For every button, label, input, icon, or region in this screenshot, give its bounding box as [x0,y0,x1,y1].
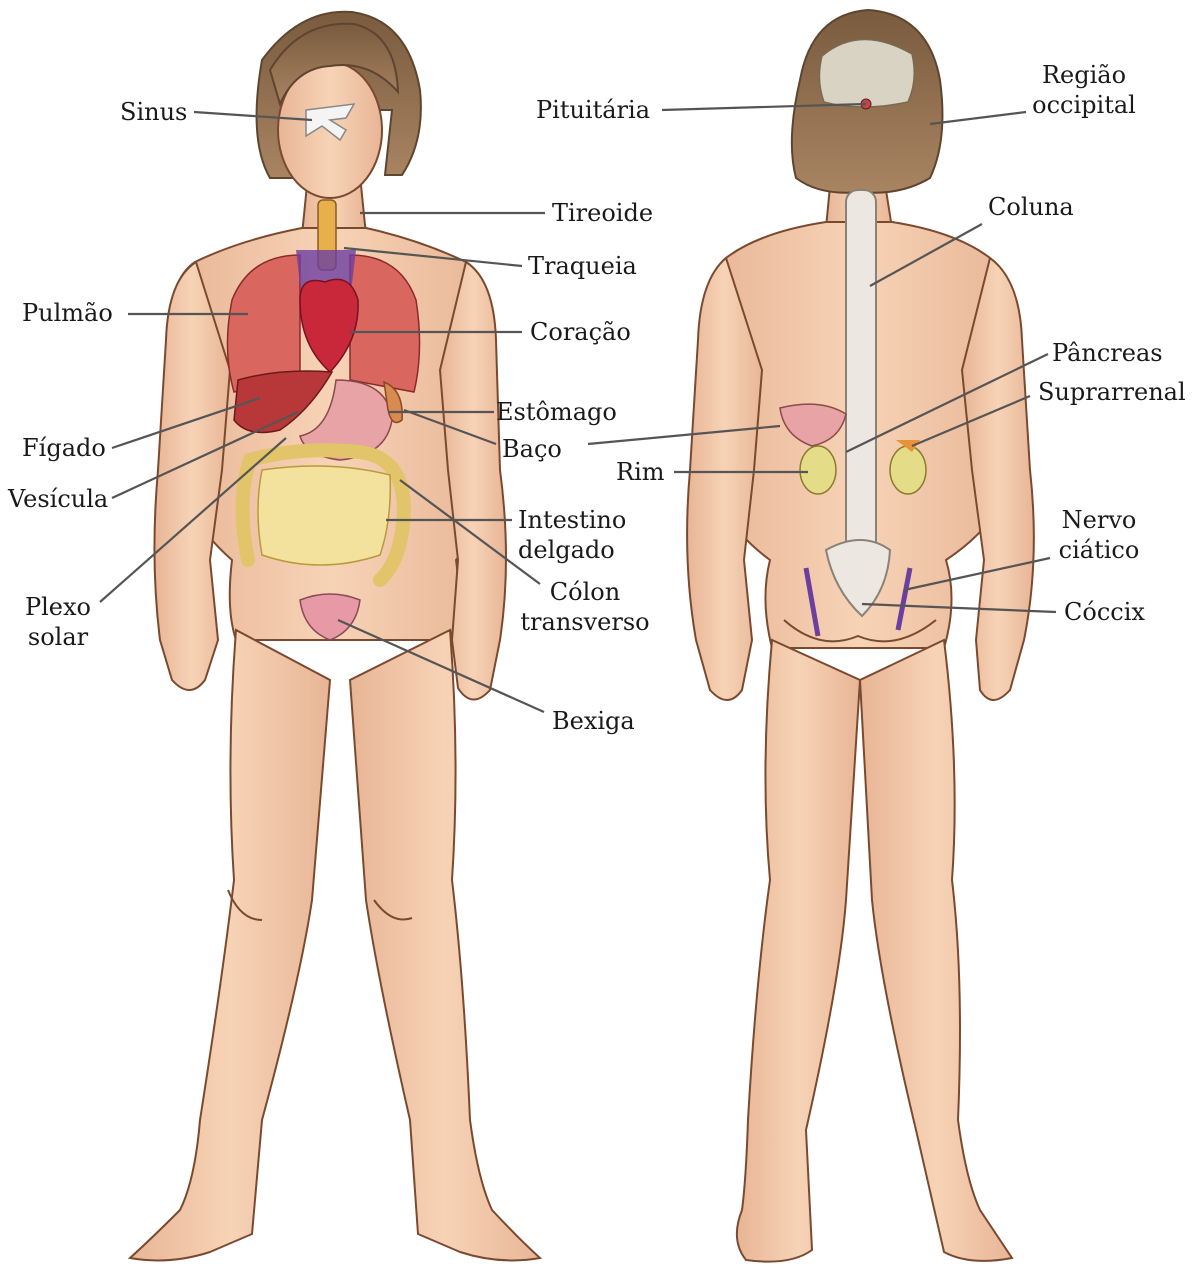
label-figado: Fígado [22,433,106,463]
label-pulmao: Pulmão [22,298,113,328]
spine-organ [846,190,876,560]
back-figure [687,10,1034,1262]
back-right-arm [962,258,1034,700]
label-nervo-ciatico: Nervo ciático [1054,505,1144,565]
label-pituitaria: Pituitária [536,95,650,125]
label-coccix: Cóccix [1064,597,1145,627]
label-intestino-line1: Intestino [518,505,626,535]
back-left-leg [737,640,860,1262]
label-plexo-line1: Plexo [22,592,94,622]
right-kidney-organ [890,446,926,494]
label-suprarrenal: Suprarrenal [1038,377,1186,407]
front-left-leg [130,630,330,1260]
label-estomago: Estômago [496,397,617,427]
label-bexiga: Bexiga [552,706,635,736]
label-plexo-line2: solar [22,622,94,652]
label-nervo-line2: ciático [1054,535,1144,565]
label-nervo-line1: Nervo [1054,505,1144,535]
brain-organ [819,39,914,107]
small-intestine-organ [258,466,390,565]
label-sinus: Sinus [120,97,187,127]
label-plexo-solar: Plexo solar [22,592,94,652]
leader-regiao [930,112,1026,124]
label-rim: Rim [616,457,665,487]
label-pancreas: Pâncreas [1052,338,1163,368]
label-traqueia: Traqueia [528,251,637,281]
label-intestino-line2: delgado [518,535,626,565]
label-tireoide: Tireoide [552,198,653,228]
label-coracao: Coração [530,317,631,347]
label-regiao-line1: Região [1026,60,1142,90]
label-regiao-occipital: Região occipital [1026,60,1142,120]
label-vesicula: Vesícula [8,484,108,514]
label-baco: Baço [502,434,562,464]
label-intestino-delgado: Intestino delgado [518,505,626,565]
label-regiao-line2: occipital [1026,90,1142,120]
label-colon-line1: Cólon [520,577,650,607]
label-colon-transverso: Cólon transverso [520,577,650,637]
back-right-leg [860,640,1012,1261]
label-colon-line2: transverso [520,607,650,637]
label-coluna: Coluna [988,192,1074,222]
left-kidney-organ [800,446,836,494]
front-figure [130,12,540,1261]
front-right-leg [350,630,540,1260]
